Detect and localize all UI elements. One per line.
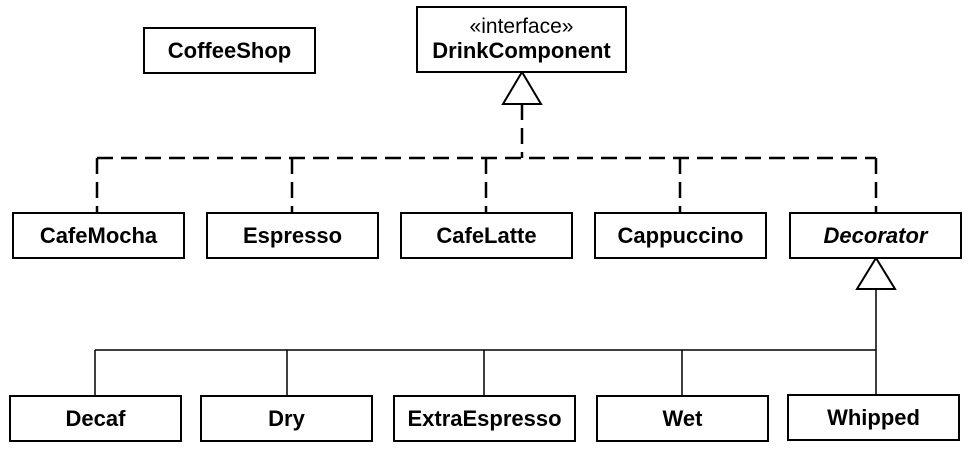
class-name: CoffeeShop: [167, 37, 292, 63]
class-whipped: Whipped: [787, 394, 960, 441]
class-decaf: Decaf: [9, 395, 182, 442]
class-name: Wet: [662, 405, 703, 431]
class-extraespresso: ExtraEspresso: [393, 395, 576, 442]
class-espresso: Espresso: [206, 212, 379, 259]
stereotype-label: «interface»: [469, 15, 574, 39]
class-name: CafeMocha: [39, 222, 158, 248]
class-cafemocha: CafeMocha: [12, 212, 185, 259]
generalization-arrowhead: [855, 256, 897, 290]
class-name: Decaf: [65, 405, 126, 431]
class-dry: Dry: [200, 395, 373, 442]
class-name: Decorator: [823, 222, 928, 248]
class-name: CafeLatte: [436, 222, 537, 248]
realization-lines: [95, 104, 878, 212]
interface-drinkcomponent: «interface» DrinkComponent: [416, 6, 627, 73]
class-name: Espresso: [242, 222, 343, 248]
class-coffeeshop: CoffeeShop: [143, 27, 316, 74]
class-cappuccino: Cappuccino: [594, 212, 767, 259]
class-wet: Wet: [596, 395, 769, 442]
class-name: Cappuccino: [617, 222, 744, 248]
class-name: Dry: [268, 405, 305, 431]
abstract-class-decorator: Decorator: [789, 212, 962, 259]
realization-arrowhead: [501, 70, 543, 105]
class-cafelatte: CafeLatte: [400, 212, 573, 259]
generalization-lines: [94, 289, 877, 395]
interface-name: DrinkComponent: [432, 38, 611, 64]
class-name: Whipped: [827, 404, 920, 430]
class-name: ExtraEspresso: [407, 405, 562, 431]
